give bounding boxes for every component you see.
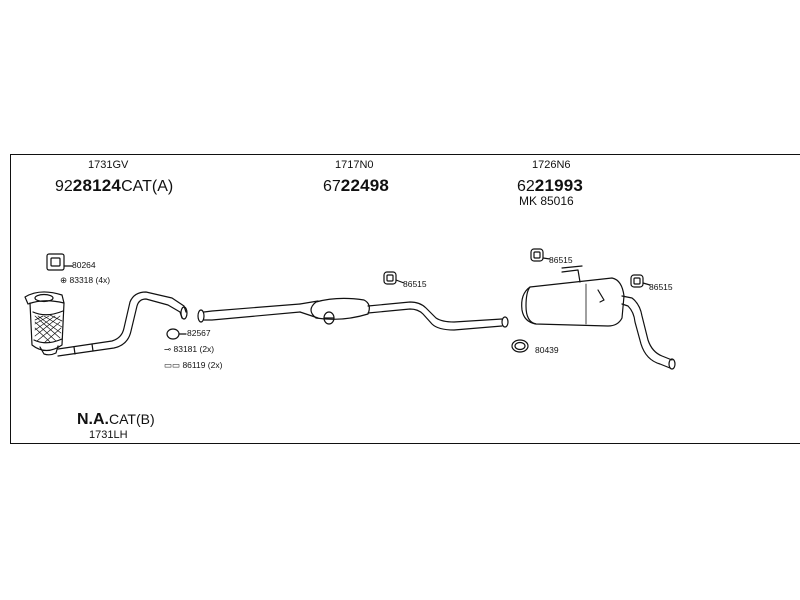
rear-part-number: 6221993 — [517, 176, 584, 195]
label-86515-mid: 86515 — [403, 279, 427, 289]
spring-icon: ▭▭ — [164, 360, 181, 370]
cat-part-number: 9228124CAT(A) — [55, 176, 174, 195]
label-83181: ⊸ 83181 (2x) — [164, 344, 215, 354]
clamp-bolt-icon: ⊸ — [164, 344, 172, 354]
seal-ring-icon — [511, 339, 529, 353]
middle-pipe-shape — [197, 297, 509, 331]
na-oem-code: 1731LH — [89, 429, 128, 441]
label-86119: ▭▭ 86119 (2x) — [164, 360, 223, 370]
na-cat-label: N.A.CAT(B) — [77, 411, 155, 428]
front-pipe-shape — [57, 291, 188, 357]
label-86515-rear-top: 86515 — [549, 255, 573, 265]
label-80264: 80264 — [72, 260, 96, 270]
catalytic-converter-shape — [24, 291, 65, 356]
mid-oem-code: 1717N0 — [335, 159, 374, 171]
label-82567: 82567 — [187, 328, 211, 338]
rubber-hanger-icon — [630, 274, 644, 288]
diagram-frame — [10, 154, 800, 444]
mid-part-number: 6722498 — [323, 176, 390, 195]
rear-mounting-kit: MK 85016 — [519, 194, 574, 208]
cat-oem-code: 1731GV — [88, 159, 129, 171]
label-80439: 80439 — [535, 345, 559, 355]
bolt-icon: ⊕ — [60, 275, 68, 285]
label-86515-rear-right: 86515 — [649, 282, 673, 292]
rear-oem-code: 1726N6 — [532, 159, 571, 171]
label-83318: ⊕ 83318 (4x) — [60, 275, 111, 285]
clamp-ring-icon — [166, 328, 180, 340]
rear-silencer-shape — [521, 265, 676, 370]
gasket-icon — [46, 253, 65, 271]
rubber-hanger-icon — [530, 248, 544, 262]
rubber-hanger-icon — [383, 271, 397, 285]
